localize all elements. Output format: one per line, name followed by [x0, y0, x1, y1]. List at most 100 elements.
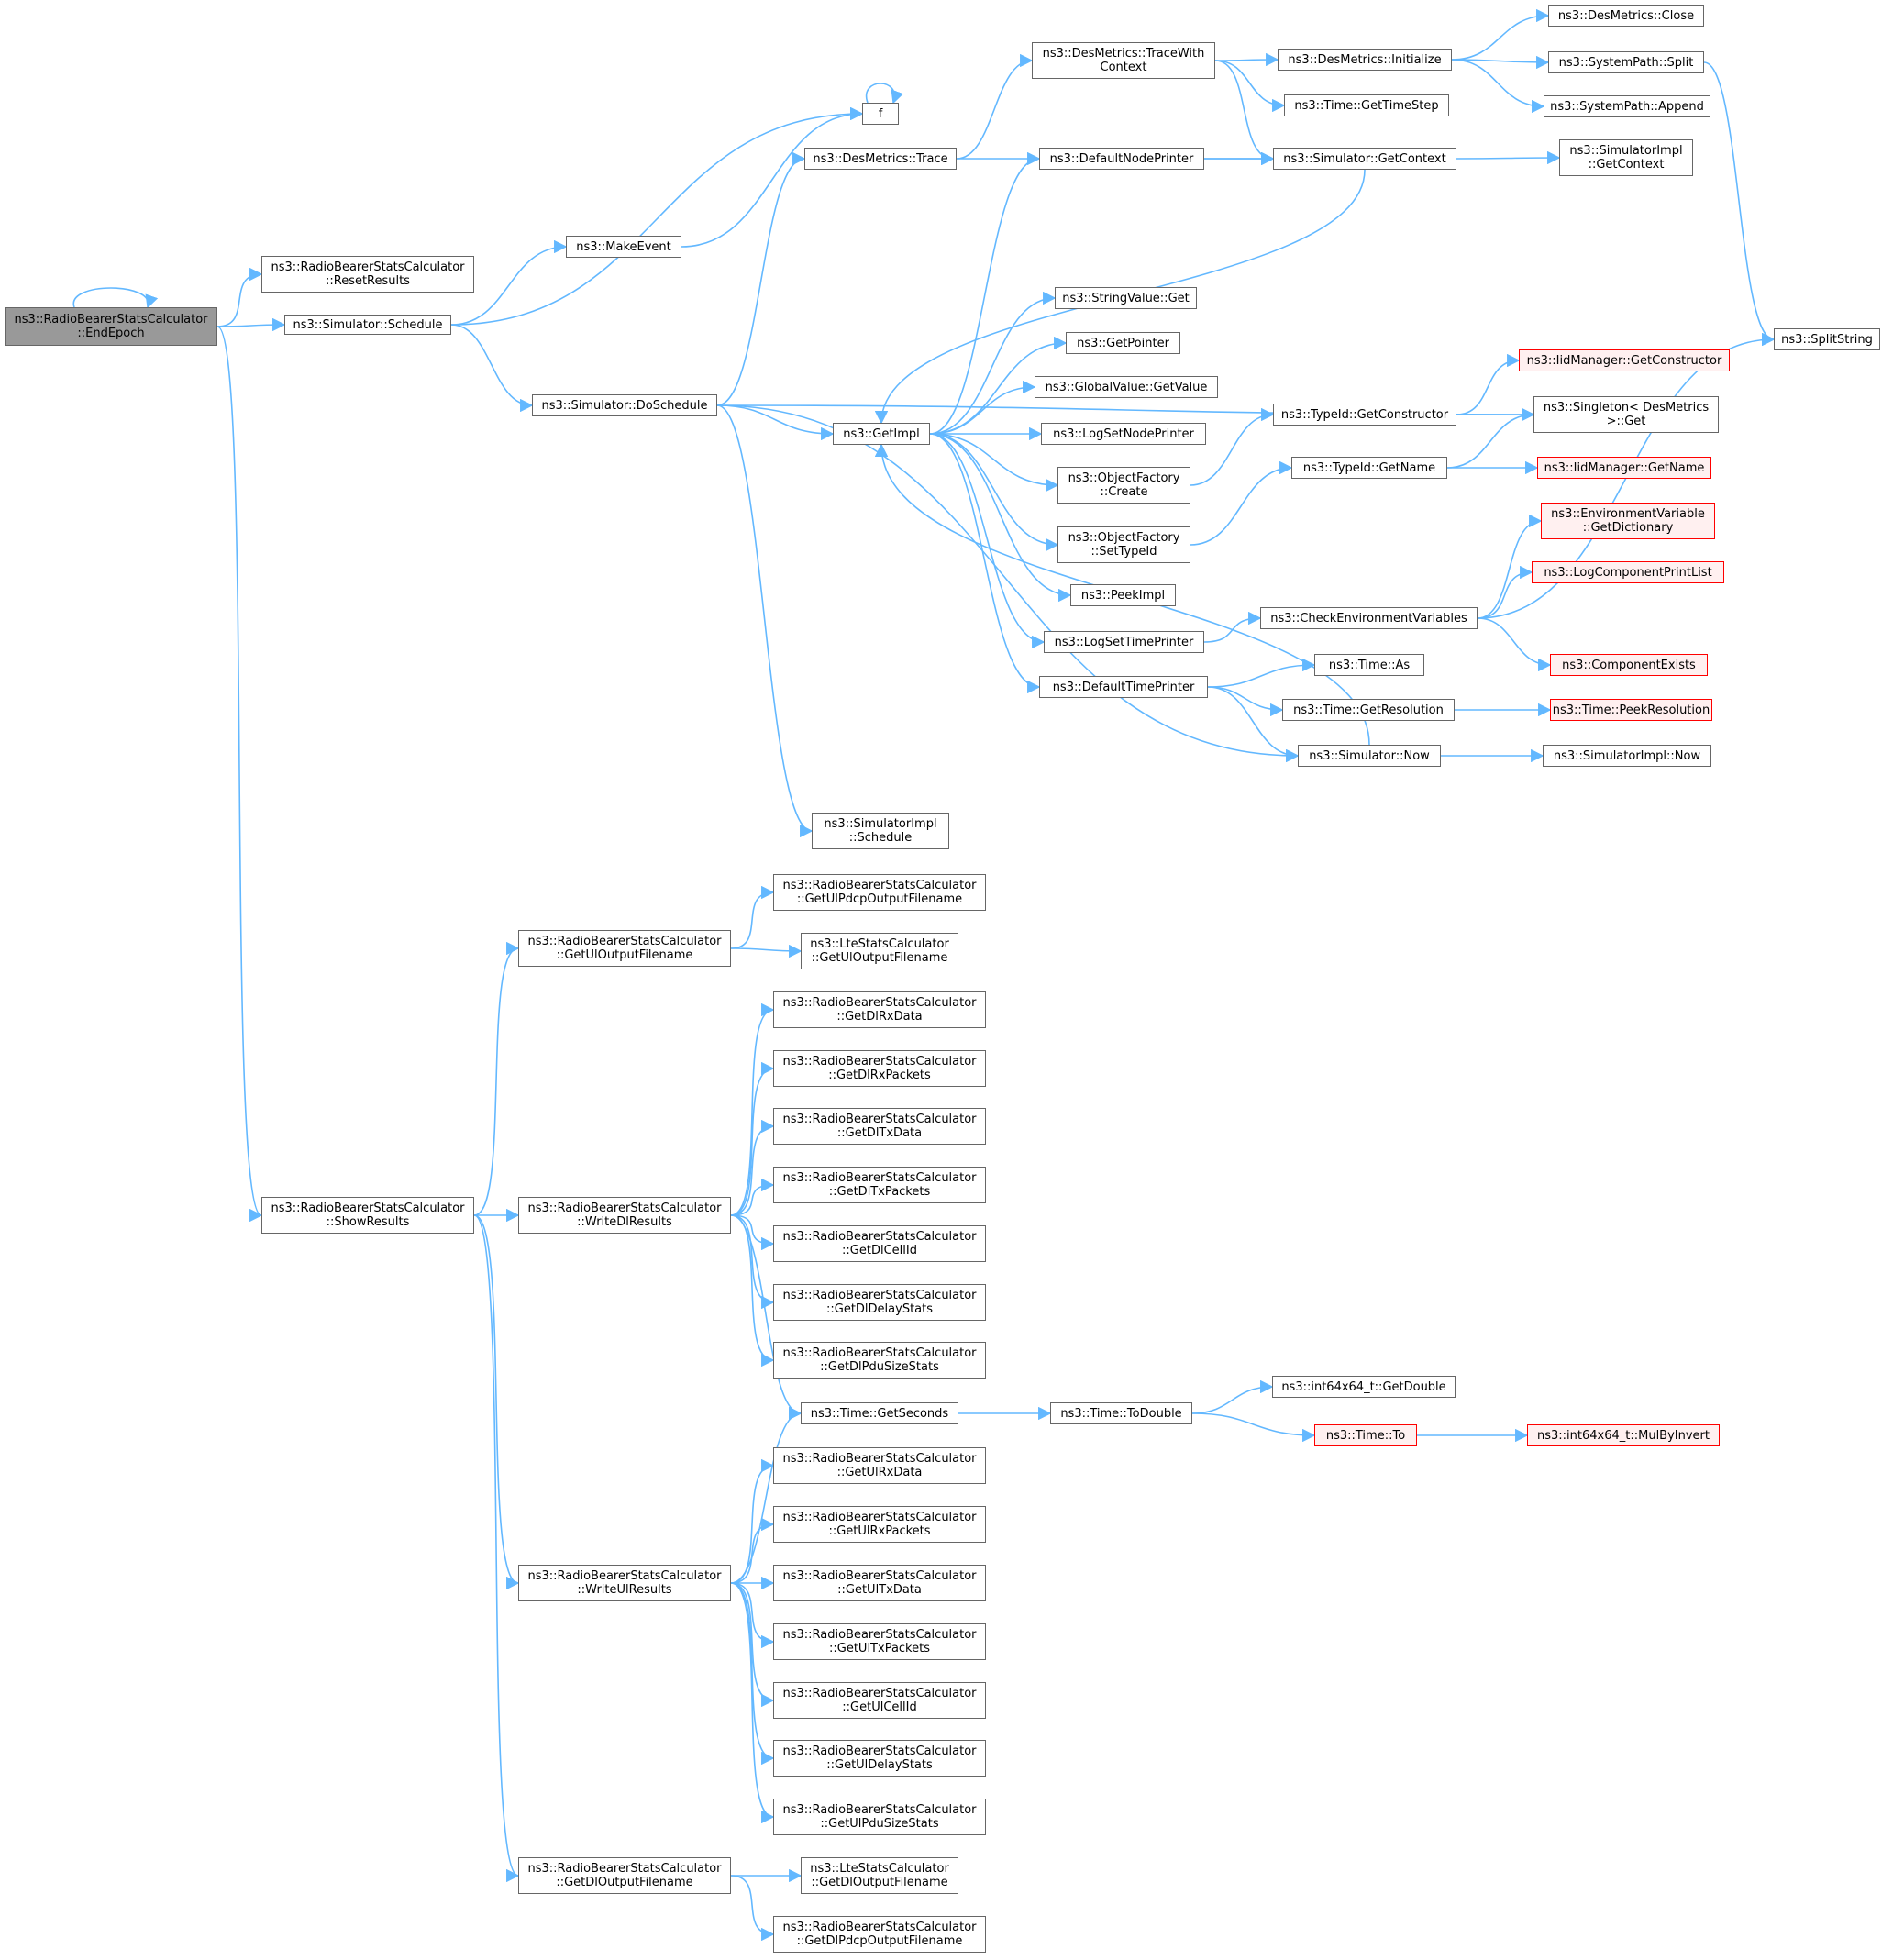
graph-node-n54[interactable]: ns3::Time::GetSeconds	[801, 1402, 958, 1424]
graph-node-n64[interactable]: ns3::RadioBearerStatsCalculator::GetUlCe…	[773, 1682, 986, 1719]
graph-node-n45[interactable]: ns3::LteStatsCalculator::GetUlOutputFile…	[801, 933, 958, 969]
graph-node-n4[interactable]: ns3::MakeEvent	[566, 236, 681, 258]
graph-node-n11[interactable]: ns3::SplitString	[1774, 328, 1880, 350]
graph-node-n33[interactable]: ns3::ComponentExists	[1550, 654, 1708, 676]
graph-node-n65[interactable]: ns3::RadioBearerStatsCalculator::GetUlDe…	[773, 1740, 986, 1777]
edge-n25-n26	[1190, 460, 1293, 546]
graph-node-n29[interactable]: ns3::LogSetTimePrinter	[1044, 631, 1204, 653]
graph-node-n51[interactable]: ns3::RadioBearerStatsCalculator::GetDlCe…	[773, 1225, 986, 1262]
graph-node-n24[interactable]: ns3::Singleton< DesMetrics >::Get	[1533, 396, 1719, 433]
graph-node-n15[interactable]: ns3::GetImpl	[833, 423, 930, 445]
edge-n15-n29	[929, 433, 1046, 649]
graph-node-label: ns3::RadioBearerStatsCalculator	[782, 1113, 977, 1126]
graph-node-n48[interactable]: ns3::RadioBearerStatsCalculator::GetDlRx…	[773, 1050, 986, 1087]
graph-node-n28[interactable]: ns3::PeekImpl	[1070, 584, 1176, 606]
edge-n15-n16	[929, 151, 1041, 435]
graph-node-n19[interactable]: ns3::GlobalValue::GetValue	[1035, 376, 1218, 398]
graph-node-label: ns3::ObjectFactory	[1068, 531, 1180, 545]
graph-node-n38[interactable]: ns3::Simulator::Now	[1298, 745, 1441, 767]
graph-node-label: ns3::SystemPath::Split	[1558, 55, 1694, 70]
graph-node-label: ns3::GetImpl	[843, 426, 920, 441]
graph-node-n47[interactable]: ns3::RadioBearerStatsCalculator::GetDlRx…	[773, 991, 986, 1028]
edge-n8-n10	[1451, 55, 1550, 70]
graph-node-n69[interactable]: ns3::RadioBearerStatsCalculator::GetDlPd…	[773, 1916, 986, 1953]
graph-node-label: ns3::RadioBearerStatsCalculator	[527, 1201, 722, 1215]
graph-node-n60[interactable]: ns3::RadioBearerStatsCalculator::GetUlRx…	[773, 1447, 986, 1484]
graph-node-n8[interactable]: ns3::DesMetrics::Initialize	[1278, 49, 1452, 71]
edge-n15-n17	[929, 291, 1057, 435]
graph-node-n66[interactable]: ns3::RadioBearerStatsCalculator::GetUlPd…	[773, 1799, 986, 1835]
graph-node-n26[interactable]: ns3::TypeId::GetName	[1291, 457, 1447, 479]
graph-node-n17[interactable]: ns3::StringValue::Get	[1055, 287, 1197, 309]
graph-node-n16[interactable]: ns3::DefaultNodePrinter	[1039, 148, 1204, 170]
graph-node-n6[interactable]: ns3::DesMetrics::Trace	[804, 148, 957, 170]
graph-node-n59[interactable]: ns3::RadioBearerStatsCalculator::WriteUl…	[518, 1565, 731, 1601]
graph-node-n34[interactable]: ns3::DefaultTimePrinter	[1039, 676, 1208, 698]
graph-node-n50[interactable]: ns3::RadioBearerStatsCalculator::GetDlTx…	[773, 1167, 986, 1203]
graph-node-n23[interactable]: ns3::IidManager::GetConstructor	[1519, 349, 1730, 371]
graph-node-n35[interactable]: ns3::Time::As	[1314, 654, 1424, 676]
graph-node-n39[interactable]: ns3::SimulatorImpl::Now	[1543, 745, 1711, 767]
edge-n59-n61	[730, 1517, 775, 1584]
graph-node-label: ns3::Time::GetSeconds	[810, 1406, 949, 1421]
graph-node-n44[interactable]: ns3::RadioBearerStatsCalculator::GetUlPd…	[773, 874, 986, 911]
edge-n26-n24	[1446, 407, 1535, 469]
graph-node-n31[interactable]: ns3::EnvironmentVariable::GetDictionary	[1541, 503, 1715, 539]
graph-node-label: ns3::RadioBearerStatsCalculator	[527, 1862, 722, 1876]
graph-node-n12[interactable]: ns3::SystemPath::Append	[1544, 95, 1710, 117]
graph-node-n0[interactable]: ns3::RadioBearerStatsCalculator::EndEpoc…	[5, 307, 217, 346]
graph-node-n36[interactable]: ns3::Time::GetResolution	[1282, 699, 1455, 721]
edge-n67-n69	[730, 1875, 775, 1942]
graph-node-n40[interactable]: ns3::SimulatorImpl::GetContext	[1559, 139, 1693, 176]
edge-n15-n25	[929, 433, 1059, 552]
edge-n43-n45	[730, 944, 803, 958]
graph-node-n49[interactable]: ns3::RadioBearerStatsCalculator::GetDlTx…	[773, 1108, 986, 1145]
graph-node-n1[interactable]: ns3::RadioBearerStatsCalculator::ResetRe…	[261, 256, 474, 293]
graph-node-label: ns3::StringValue::Get	[1062, 291, 1190, 305]
graph-node-n52[interactable]: ns3::RadioBearerStatsCalculator::GetDlDe…	[773, 1284, 986, 1321]
graph-node-n22[interactable]: ns3::TypeId::GetConstructor	[1273, 404, 1456, 426]
graph-node-label: ns3::SplitString	[1781, 332, 1873, 347]
graph-node-n13[interactable]: ns3::Time::GetTimeStep	[1284, 94, 1449, 116]
graph-node-label: ns3::TypeId::GetConstructor	[1280, 407, 1449, 422]
graph-node-n53[interactable]: ns3::RadioBearerStatsCalculator::GetDlPd…	[773, 1342, 986, 1379]
graph-node-n57[interactable]: ns3::Time::To	[1314, 1424, 1417, 1446]
graph-node-n46[interactable]: ns3::RadioBearerStatsCalculator::WriteDl…	[518, 1197, 731, 1234]
graph-node-n61[interactable]: ns3::RadioBearerStatsCalculator::GetUlRx…	[773, 1506, 986, 1543]
graph-node-label: ::GetUlPdcpOutputFilename	[796, 892, 963, 906]
graph-node-n5[interactable]: ns3::Simulator::DoSchedule	[532, 394, 717, 416]
graph-node-n56[interactable]: ns3::int64x64_t::GetDouble	[1272, 1376, 1456, 1398]
graph-node-n9[interactable]: ns3::DesMetrics::Close	[1548, 5, 1704, 27]
graph-node-label: ::GetUlOutputFilename	[556, 948, 693, 962]
graph-node-n27[interactable]: ns3::IidManager::GetName	[1537, 457, 1711, 479]
graph-node-n25[interactable]: ns3::ObjectFactory::SetTypeId	[1057, 526, 1190, 563]
graph-node-label: ns3::TypeId::GetName	[1302, 460, 1436, 475]
graph-node-n63[interactable]: ns3::RadioBearerStatsCalculator::GetUlTx…	[773, 1623, 986, 1660]
graph-node-label: ns3::int64x64_t::GetDouble	[1281, 1379, 1446, 1394]
graph-node-n21[interactable]: ns3::ObjectFactory::Create	[1057, 467, 1190, 504]
graph-node-n58[interactable]: ns3::int64x64_t::MulByInvert	[1527, 1424, 1720, 1446]
graph-node-n18[interactable]: ns3::GetPointer	[1066, 332, 1180, 354]
graph-node-label: ns3::DesMetrics::Close	[1557, 8, 1695, 23]
graph-node-n67[interactable]: ns3::RadioBearerStatsCalculator::GetDlOu…	[518, 1857, 731, 1894]
graph-node-n2[interactable]: ns3::Simulator::Schedule	[284, 315, 451, 335]
graph-node-n14[interactable]: ns3::Simulator::GetContext	[1273, 148, 1456, 170]
graph-node-n55[interactable]: ns3::Time::ToDouble	[1050, 1402, 1192, 1424]
graph-node-n68[interactable]: ns3::LteStatsCalculator::GetDlOutputFile…	[801, 1857, 958, 1894]
graph-node-n10[interactable]: ns3::SystemPath::Split	[1548, 51, 1704, 73]
graph-node-n62[interactable]: ns3::RadioBearerStatsCalculator::GetUlTx…	[773, 1565, 986, 1601]
graph-node-n37[interactable]: ns3::Time::PeekResolution	[1550, 699, 1712, 721]
graph-node-label: ns3::Time::GetTimeStep	[1294, 98, 1439, 113]
graph-node-n43[interactable]: ns3::RadioBearerStatsCalculator::GetUlOu…	[518, 930, 731, 967]
graph-node-n20[interactable]: ns3::LogSetNodePrinter	[1041, 423, 1206, 445]
graph-node-n30[interactable]: ns3::CheckEnvironmentVariables	[1260, 607, 1478, 629]
graph-node-n41[interactable]: ns3::SimulatorImpl::Schedule	[812, 813, 949, 849]
graph-node-label: ns3::ObjectFactory	[1068, 471, 1180, 485]
edge-n22-n23	[1456, 353, 1521, 415]
graph-node-n3[interactable]: f	[862, 103, 899, 125]
graph-node-n42[interactable]: ns3::RadioBearerStatsCalculator::ShowRes…	[261, 1197, 474, 1234]
graph-node-n32[interactable]: ns3::LogComponentPrintList	[1532, 561, 1724, 583]
graph-node-label: ns3::RadioBearerStatsCalculator	[782, 1452, 977, 1466]
